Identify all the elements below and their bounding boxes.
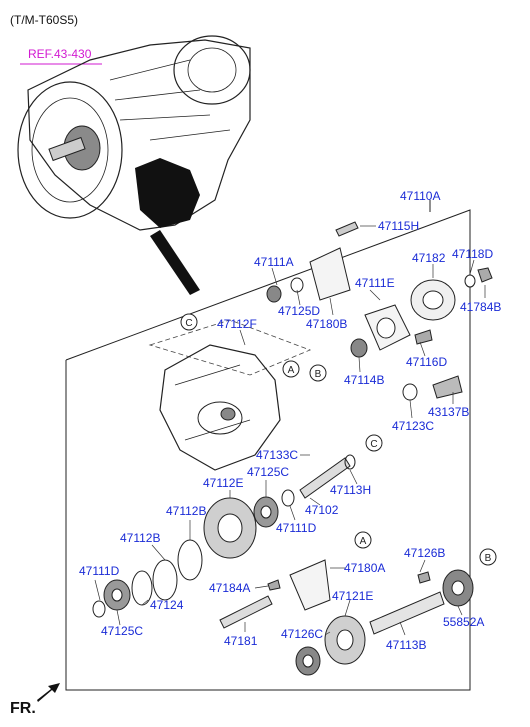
callout-a-upper: A — [282, 360, 300, 378]
label-47124: 47124 — [150, 598, 184, 612]
bushing-47125D — [290, 277, 304, 293]
bearing-55852A — [442, 569, 474, 607]
pin-47184A — [267, 579, 281, 591]
label-47112F: 47112F — [217, 317, 257, 331]
label-47126B: 47126B — [404, 546, 445, 560]
bolt-47116D — [414, 329, 433, 345]
clip-47113H — [344, 454, 356, 470]
callout-c-lower: C — [365, 434, 383, 452]
snap-ring-47112B-a — [177, 539, 203, 581]
washer-47111D-mid — [281, 489, 295, 507]
oil-seal-47111A — [266, 285, 282, 303]
leader-lines — [94, 225, 486, 636]
svg-text:A: A — [288, 365, 295, 376]
label-47102: 47102 — [305, 503, 339, 517]
cover-47180B — [309, 247, 351, 301]
front-marker: FR. — [10, 700, 36, 717]
front-arrow-icon — [37, 683, 60, 702]
label-47133C: 47133C — [256, 448, 298, 462]
bearing-47125C-low — [103, 579, 131, 611]
label-47110A: 47110A — [400, 189, 440, 203]
pto-housing — [159, 344, 281, 471]
bearing-47126C — [295, 646, 321, 676]
svg-text:B: B — [485, 553, 492, 564]
bearing-47125C-mid — [253, 496, 279, 528]
ring-47123C — [402, 383, 418, 401]
label-47125C-low: 47125C — [101, 624, 143, 638]
svg-text:A: A — [360, 536, 367, 547]
svg-text:C: C — [370, 439, 377, 450]
label-47114B: 47114B — [344, 373, 384, 387]
plug-43137B — [432, 375, 463, 399]
label-47113B: 47113B — [386, 638, 426, 652]
label-47184A: 47184A — [209, 581, 250, 595]
bolt-47115H — [335, 221, 359, 237]
svg-text:C: C — [185, 318, 192, 329]
label-47121E: 47121E — [332, 589, 373, 603]
gear-47121E — [324, 615, 366, 665]
callout-c-upper: C — [180, 313, 198, 331]
washer-47111D-low — [92, 600, 106, 618]
seal-47111E — [364, 304, 411, 351]
callout-a-lower: A — [354, 531, 372, 549]
label-47112B-a: 47112B — [166, 504, 206, 518]
dashed-boundary — [148, 319, 312, 376]
washer-47118D — [464, 274, 476, 288]
label-47116D: 47116D — [406, 355, 447, 369]
model-code: (T/M-T60S5) — [10, 13, 78, 27]
label-47112B-b: 47112B — [120, 531, 160, 545]
key-47126B — [417, 571, 431, 584]
flange-47182 — [410, 279, 456, 321]
label-47182: 47182 — [412, 251, 446, 265]
svg-text:B: B — [315, 369, 322, 380]
gear-47112E — [203, 497, 257, 559]
snap-ring-47112B-b — [152, 559, 178, 601]
ring-47124 — [131, 570, 153, 606]
label-41784B: 41784B — [460, 300, 501, 314]
reference-link[interactable]: REF.43-430 — [28, 47, 92, 61]
label-47180A: 47180A — [344, 561, 385, 575]
label-47125D: 47125D — [278, 304, 320, 318]
label-47111E: 47111E — [355, 276, 395, 290]
callout-b-lower: B — [479, 548, 497, 566]
transmission-assembly — [17, 35, 251, 295]
label-47111D-mid: 47111D — [276, 521, 317, 535]
label-47112E: 47112E — [203, 476, 243, 490]
label-47125C-mid: 47125C — [247, 465, 289, 479]
label-47113H: 47113H — [330, 483, 371, 497]
shaft-47102 — [299, 457, 351, 499]
fork-47180A — [289, 559, 331, 611]
bearing-47114B — [350, 338, 368, 358]
label-43137B: 43137B — [428, 405, 469, 419]
shaft-47113B — [369, 591, 445, 635]
label-47111A: 47111A — [254, 255, 294, 269]
callout-b-upper: B — [309, 364, 327, 382]
label-47180B: 47180B — [306, 317, 347, 331]
label-55852A: 55852A — [443, 615, 484, 629]
nut-41784B — [477, 267, 493, 283]
label-47115H: 47115H — [378, 219, 419, 233]
label-47126C: 47126C — [281, 627, 323, 641]
label-47118D: 47118D — [452, 247, 493, 261]
shaft-47181 — [219, 595, 273, 629]
label-47181: 47181 — [224, 634, 258, 648]
label-47111D-low: 47111D — [79, 564, 120, 578]
label-47123C: 47123C — [392, 419, 434, 433]
